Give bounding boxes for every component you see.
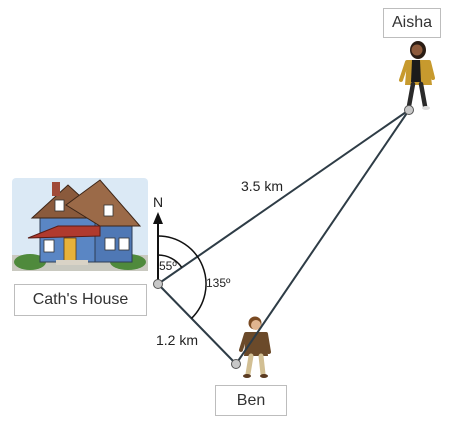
angle-arc-ben xyxy=(157,235,207,319)
ben-label: Ben xyxy=(215,385,287,416)
house-label: Cath's House xyxy=(14,284,147,316)
angle-label-aisha: 55º xyxy=(159,259,177,273)
north-label: N xyxy=(153,194,163,210)
distance-label-ben: 1.2 km xyxy=(156,332,198,348)
walking-woman-icon xyxy=(399,41,435,110)
distance-label-aisha: 3.5 km xyxy=(241,178,283,194)
north-arrow-head xyxy=(153,212,163,224)
line-aisha-to-ben xyxy=(235,109,410,365)
angle-arc-aisha xyxy=(157,254,183,268)
point-aisha xyxy=(404,105,414,115)
aisha-label: Aisha xyxy=(383,8,441,38)
walking-boy-icon xyxy=(239,316,271,378)
point-ben xyxy=(231,359,241,369)
angle-label-ben: 135º xyxy=(206,276,231,290)
line-to-ben xyxy=(157,283,237,365)
house-icon xyxy=(12,178,148,271)
point-house xyxy=(153,279,163,289)
line-to-aisha xyxy=(157,109,410,285)
